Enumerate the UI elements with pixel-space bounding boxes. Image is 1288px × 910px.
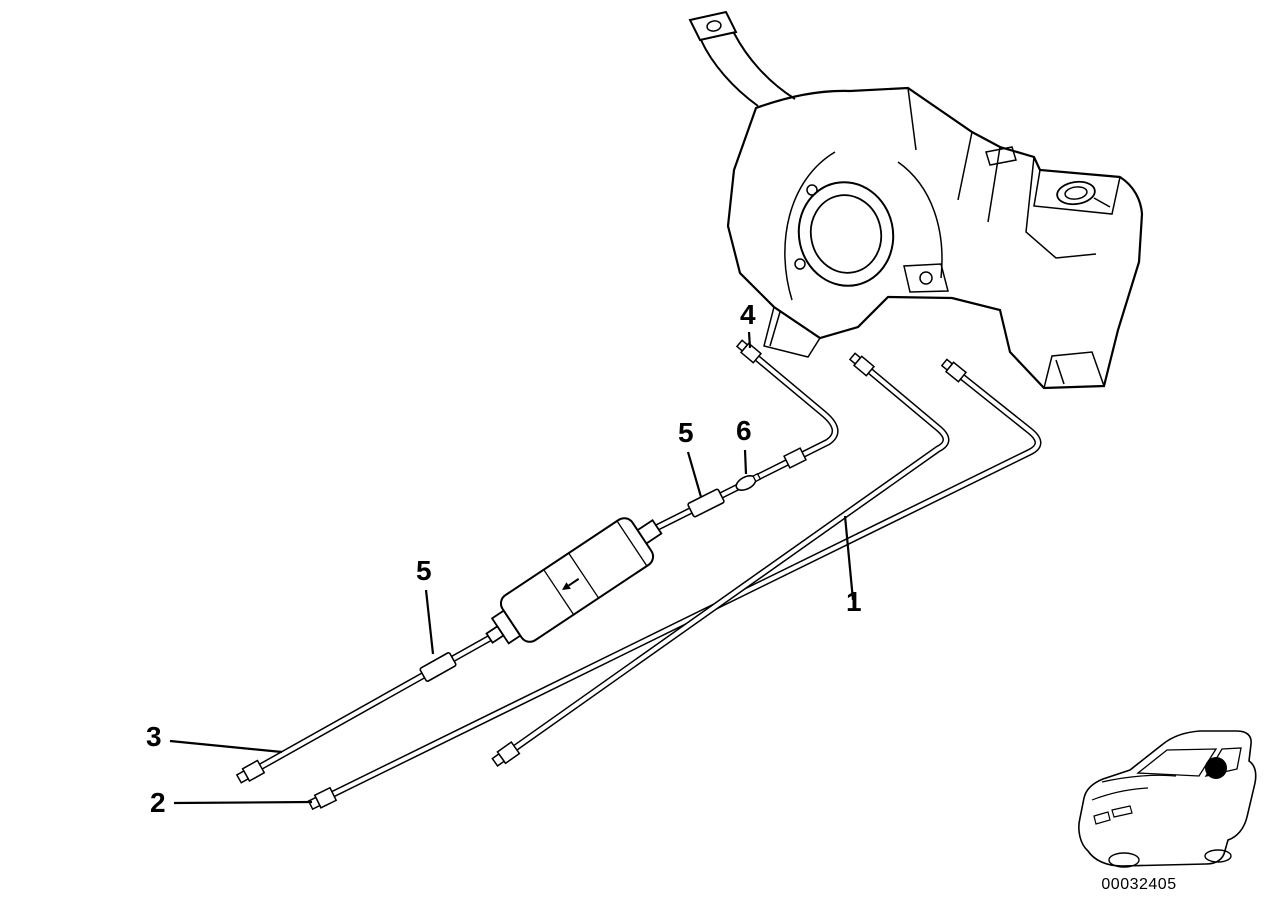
callout-5-lower[interactable]: 5 <box>416 555 432 586</box>
callout-5-upper[interactable]: 5 <box>678 417 694 448</box>
pipe-fitting-line4-end <box>783 447 807 469</box>
headlight <box>1111 805 1133 818</box>
pipe-fitting-top-4 <box>735 339 763 364</box>
diagram-number: 00032405 <box>1101 876 1177 893</box>
callout-6[interactable]: 6 <box>736 415 752 446</box>
fuel-pump-flange <box>794 181 895 287</box>
tank-body-outline <box>726 86 1144 390</box>
tank-bracket <box>903 263 949 293</box>
callout-3[interactable]: 3 <box>146 721 162 752</box>
callout-leader-lines <box>169 331 855 805</box>
fuel-cap <box>1056 180 1111 208</box>
pipe-fitting-top-1 <box>848 352 876 377</box>
fuel-filter <box>485 517 663 645</box>
pipe-fitting-end-1 <box>491 741 521 767</box>
leader-5-lower <box>424 589 435 655</box>
hose-connector-lower <box>419 652 457 682</box>
car-location-inset <box>1078 730 1257 868</box>
fuel-filler-location-dot <box>1205 757 1227 779</box>
leader-4 <box>747 331 752 349</box>
leader-2 <box>173 800 313 805</box>
callout-1[interactable]: 1 <box>846 586 862 617</box>
kidney-grille <box>1093 811 1111 825</box>
pipe-fitting-end-3 <box>235 759 266 784</box>
car-body-outline <box>1078 730 1257 867</box>
fuel-line-3 <box>251 634 492 775</box>
windshield <box>1136 748 1218 777</box>
hose-connector-upper <box>687 488 725 518</box>
fuel-line-2 <box>323 369 1042 802</box>
pipe-fitting-end-2 <box>307 786 338 811</box>
leader-5-upper <box>686 451 703 498</box>
tank-panel-lines <box>763 87 1121 389</box>
fuel-line-4 <box>654 350 839 532</box>
hose-clamp <box>735 472 762 491</box>
leader-1 <box>843 515 855 601</box>
fuel-line-1 <box>505 363 950 756</box>
callout-2[interactable]: 2 <box>150 787 166 818</box>
leader-6 <box>743 449 748 475</box>
flow-arrow-icon <box>562 578 580 590</box>
callout-4[interactable]: 4 <box>740 299 756 330</box>
leader-3 <box>169 739 283 754</box>
fuel-tank <box>688 10 1144 390</box>
pipe-fitting-top-2 <box>940 358 968 383</box>
filler-neck <box>688 10 796 107</box>
